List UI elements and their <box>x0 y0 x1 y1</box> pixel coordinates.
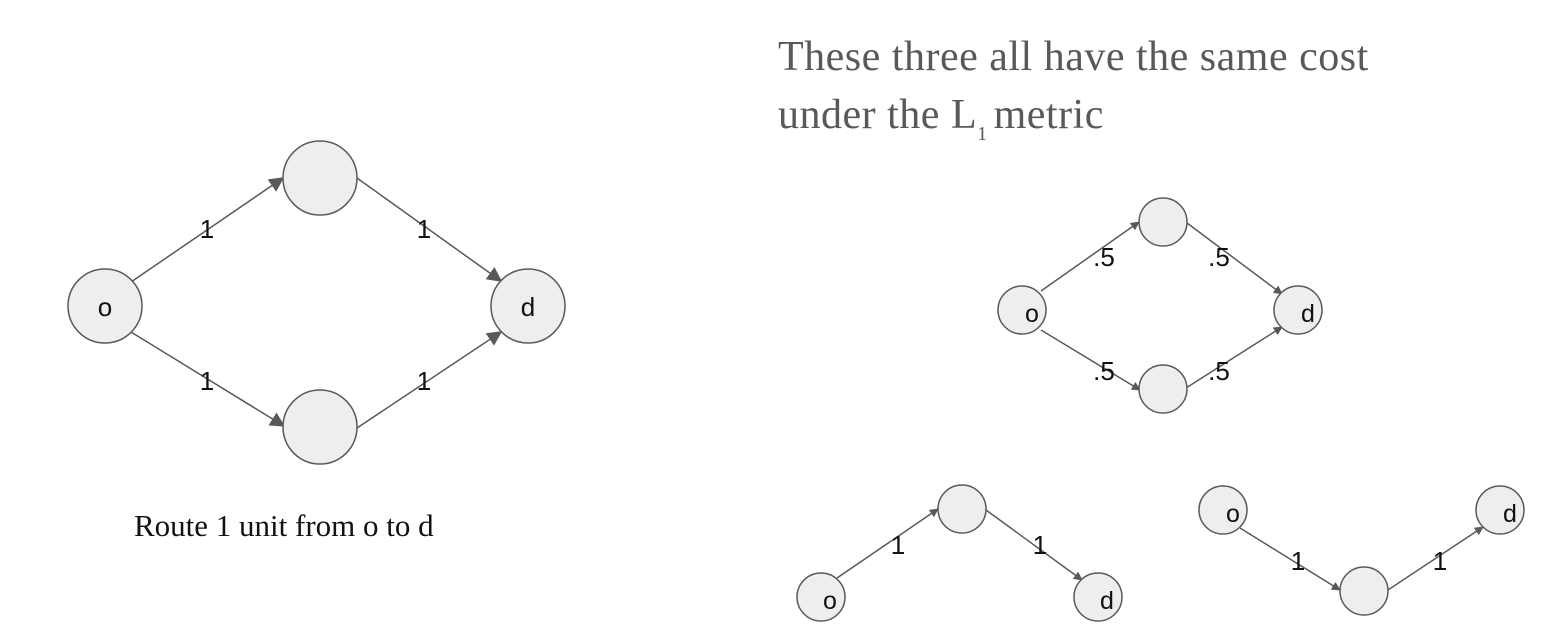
heading-line-2-end: metric <box>993 92 1104 138</box>
upper-edge-mid-d-label: 1 <box>1033 530 1047 560</box>
main-node-dest-label: d <box>521 292 535 322</box>
lower-node-dest <box>1475 485 1525 535</box>
upper-edge-mid-d <box>985 509 1083 581</box>
split-node-dest <box>1273 285 1323 335</box>
split-edge-o-bottom-label: .5 <box>1093 356 1115 386</box>
main-node-dest <box>490 268 566 344</box>
main-node-origin-label: o <box>98 292 112 322</box>
split-edge-bottom-d-label: .5 <box>1208 356 1230 386</box>
upper-node-dest <box>1073 572 1123 622</box>
main-node-bottom <box>282 389 358 465</box>
lower-edge-mid-d-label: 1 <box>1433 546 1447 576</box>
heading-line-1: These three all have the same cost <box>778 34 1369 80</box>
lower-edge-mid-d <box>1387 526 1484 591</box>
lower-node-origin-label: o <box>1226 500 1240 528</box>
main-edge-o-bottom <box>130 331 286 427</box>
lower-node-origin <box>1198 485 1248 535</box>
lower-node-dest-label: d <box>1503 500 1517 528</box>
upper-path-graph: o d 1 1 <box>796 484 1123 622</box>
main-edge-o-top <box>130 177 285 283</box>
main-node-top <box>282 140 358 216</box>
heading-line-2-start: under the L <box>778 92 978 138</box>
main-edge-bottom-d-label: 1 <box>417 366 431 396</box>
lower-edge-o-mid-label: 1 <box>1291 546 1305 576</box>
main-edge-top-d <box>356 177 503 282</box>
upper-node-mid <box>937 484 987 534</box>
split-edge-bottom-d <box>1185 326 1283 389</box>
main-edge-bottom-d <box>356 331 503 429</box>
heading-subscript: 1 <box>977 123 988 145</box>
upper-edge-o-mid <box>836 508 939 579</box>
split-node-origin <box>997 285 1047 335</box>
split-edge-o-bottom <box>1040 329 1141 391</box>
lower-path-graph: o d 1 1 <box>1198 485 1525 616</box>
upper-node-dest-label: d <box>1100 587 1114 615</box>
split-node-origin-label: o <box>1025 300 1039 328</box>
upper-node-origin-label: o <box>823 587 837 615</box>
lower-node-mid <box>1339 566 1389 616</box>
split-node-bottom <box>1138 364 1188 414</box>
lower-edge-o-mid <box>1239 527 1341 591</box>
upper-edge-o-mid-label: 1 <box>891 530 905 560</box>
main-edge-o-bottom-label: 1 <box>200 366 214 396</box>
main-node-origin <box>67 268 143 344</box>
slide-heading: These three all have the same cost under… <box>778 28 1518 163</box>
split-edge-o-top-label: .5 <box>1093 242 1115 272</box>
split-node-top <box>1138 197 1188 247</box>
split-node-dest-label: d <box>1301 300 1315 328</box>
split-edge-o-top <box>1040 221 1140 292</box>
main-edge-top-d-label: 1 <box>417 214 431 244</box>
main-edge-o-top-label: 1 <box>200 214 214 244</box>
split-graph: o d .5 .5 .5 .5 <box>997 197 1323 414</box>
main-graph: o d 1 1 1 1 <box>67 140 566 465</box>
split-edge-top-d-label: .5 <box>1208 242 1230 272</box>
upper-node-origin <box>796 572 846 622</box>
graph-caption: Route 1 unit from o to d <box>134 508 434 543</box>
split-edge-top-d <box>1186 222 1283 295</box>
